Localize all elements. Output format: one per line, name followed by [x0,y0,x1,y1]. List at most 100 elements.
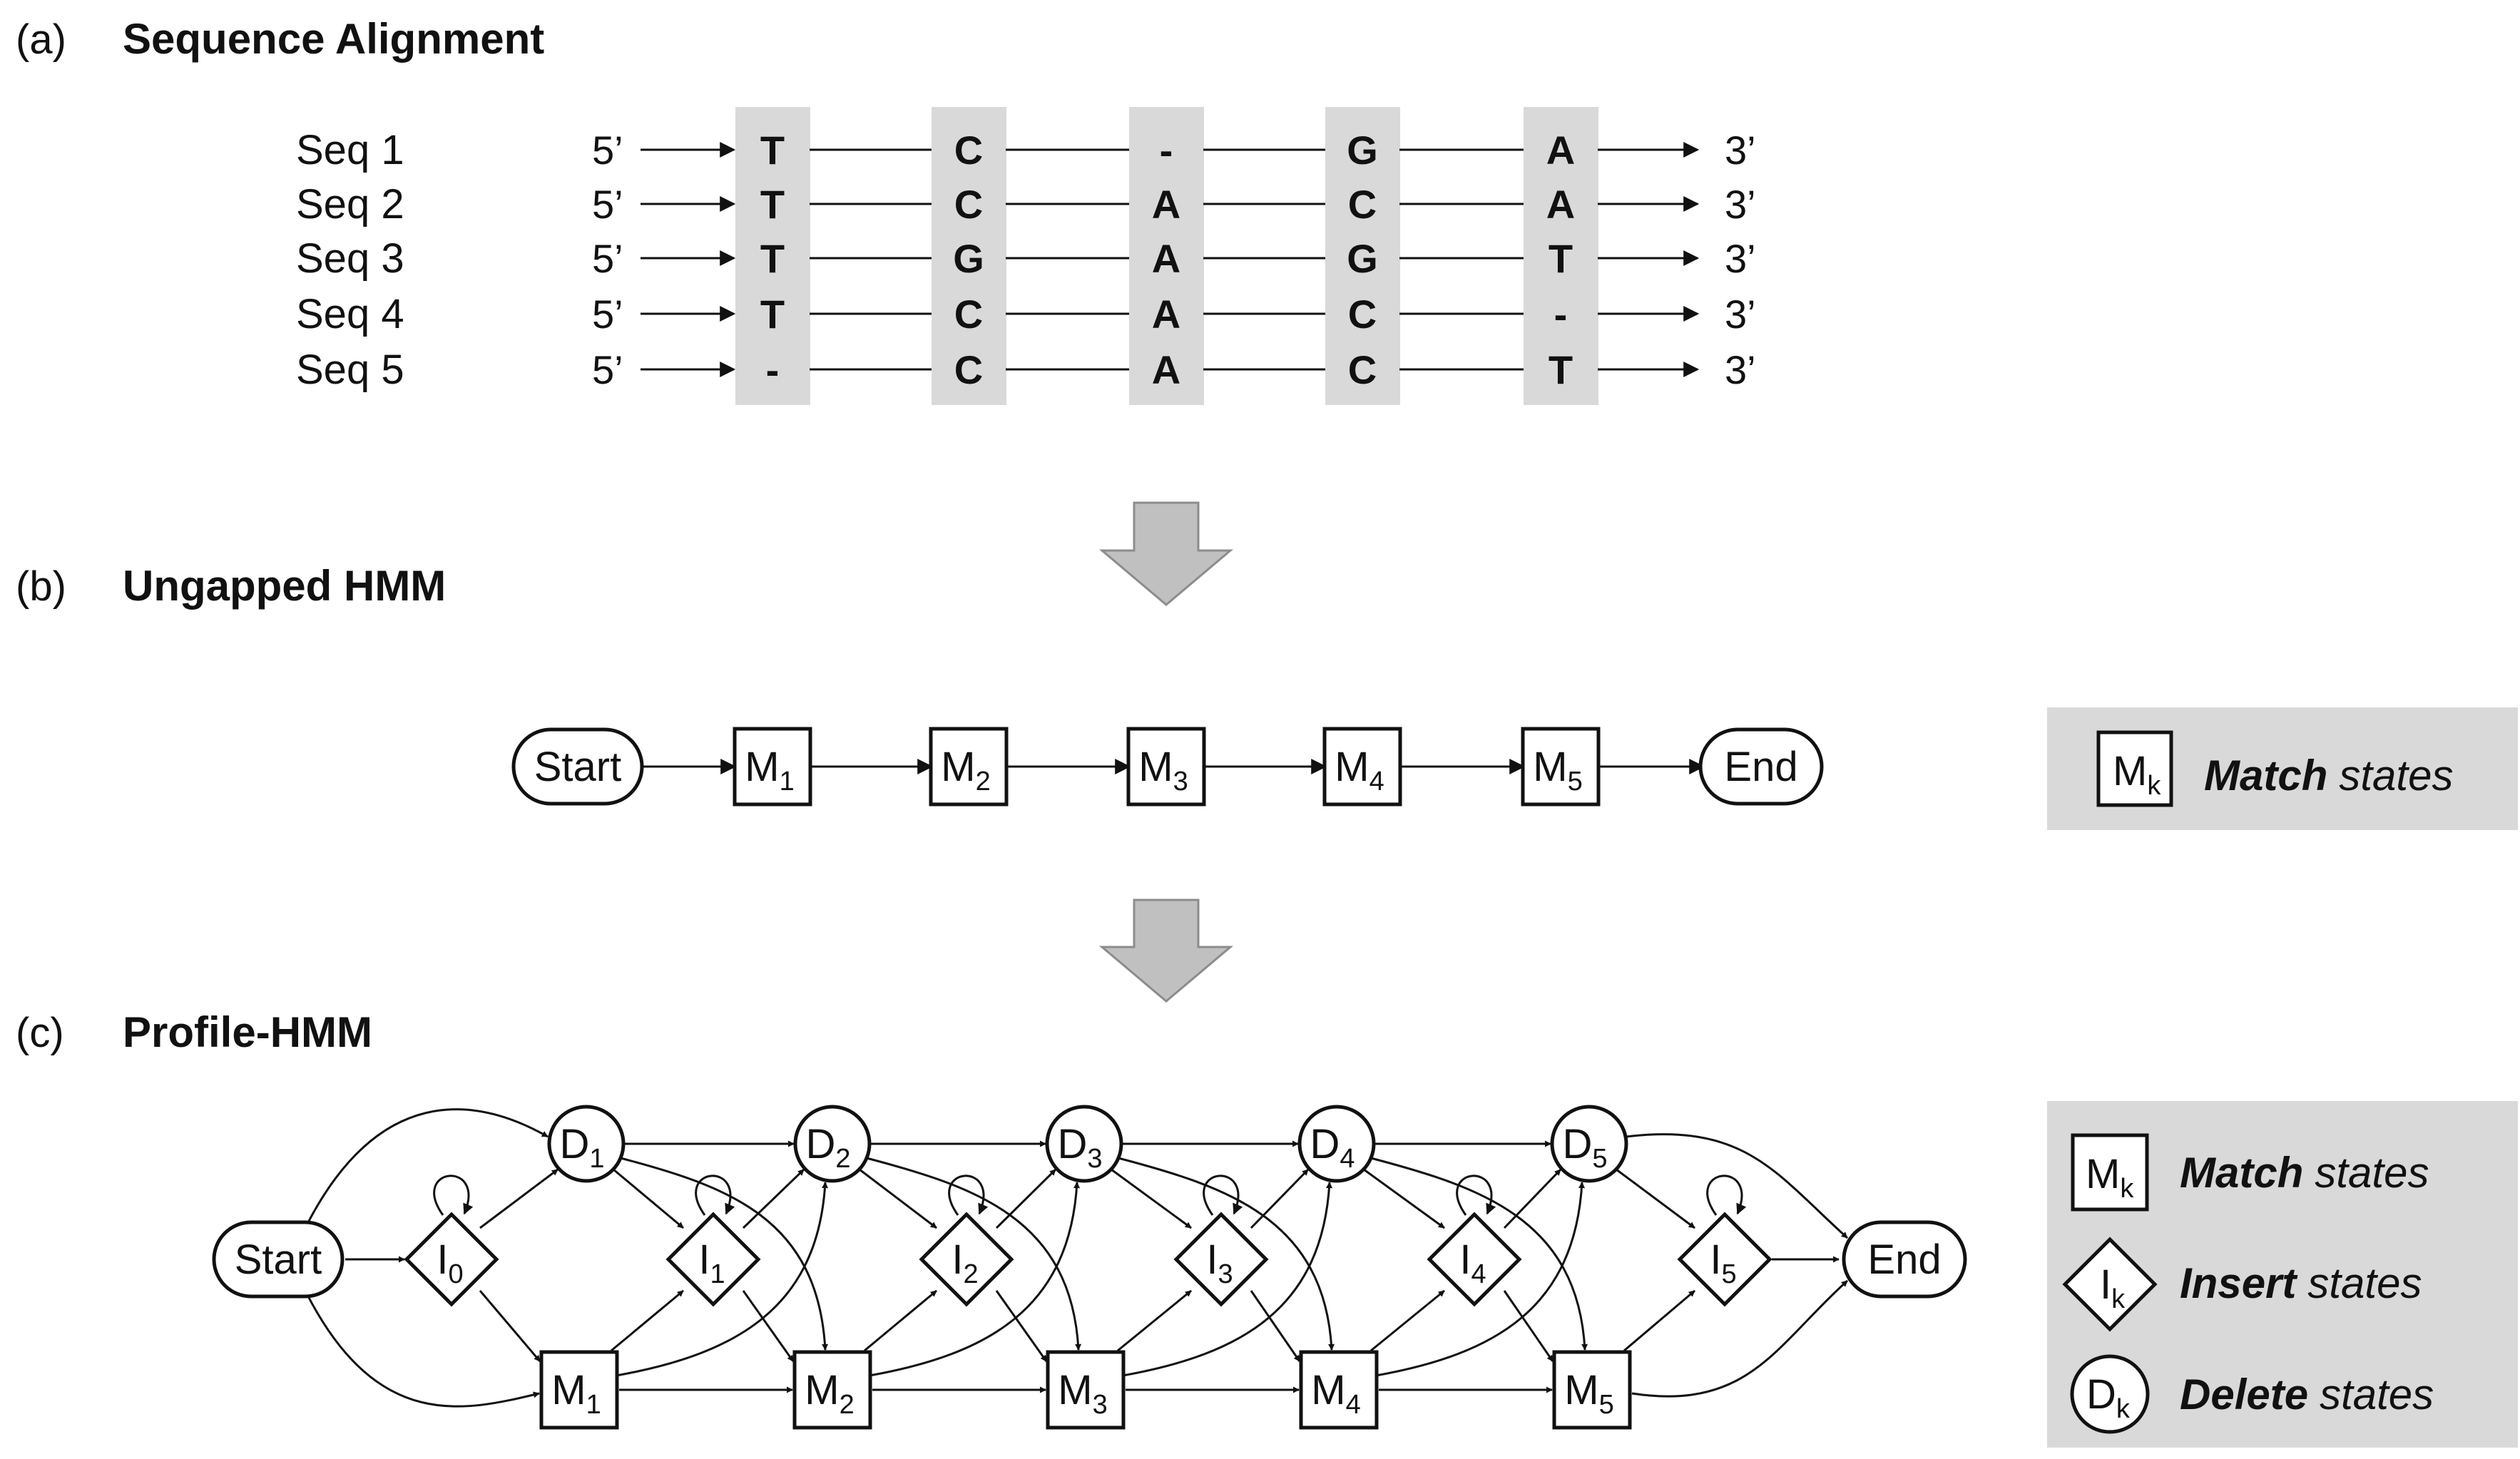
panel-a-title: Sequence Alignment [123,15,544,63]
delete-state-4-shape [1297,1105,1376,1183]
base-cell: - [1160,128,1173,173]
match-state-4-shape [1322,727,1402,807]
self-loop [695,1174,735,1216]
transition-edge [864,1289,937,1352]
match-state-2: M2 [941,744,990,797]
base-cell: C [1348,292,1377,337]
transition-edge [479,1290,541,1362]
transition-edge [1623,1289,1695,1352]
legend-match-symbol-2-label: Mk [2086,1151,2134,1204]
match-state-4: M4 [1335,744,1384,797]
start-node-profile: Start [235,1237,322,1283]
delete-state-5-shape [1550,1105,1628,1183]
insert-state-0: I0 [437,1237,463,1289]
base-cell: C [1348,182,1377,227]
down-arrow-2 [1098,899,1234,1003]
match-state-3-shape [1126,727,1206,807]
self-loop [1203,1174,1243,1216]
five-prime-label: 5’ [592,128,623,173]
match-state-profile-4-shape [1299,1350,1379,1430]
transition-edge [742,1290,795,1362]
legend-match-symbol-label: Mk [2113,748,2161,801]
self-loop [1456,1174,1496,1216]
five-prime-label: 5’ [592,347,623,392]
down-arrow-1 [1098,501,1234,606]
end-node-profile-shape [1842,1220,1967,1299]
seq-name: Seq 4 [296,291,404,337]
transition-edge [1122,1182,1333,1377]
transition-edge [305,1108,549,1226]
transition-edge [1370,1289,1445,1352]
column-shade-2 [932,107,1006,405]
base-cell: C [954,128,983,173]
five-prime-label: 5’ [592,292,623,337]
delete-state-1: D1 [559,1121,604,1174]
match-state-profile-5: M5 [1564,1367,1613,1420]
transition-edge [995,1168,1057,1229]
column-shade-1 [735,107,810,405]
match-state-profile-1-shape [539,1350,619,1430]
start-node-profile-shape [212,1220,345,1299]
base-cell: T [760,236,785,281]
insert-state-5: I5 [1710,1237,1736,1289]
insert-state-2: I2 [952,1237,978,1289]
delete-state-3: D3 [1057,1121,1102,1174]
five-prime-label: 5’ [592,236,623,281]
match-state-profile-5-shape [1552,1350,1632,1430]
panel-a-label: (a) [16,16,66,63]
base-cell: A [1152,236,1180,281]
legend-insert-symbol-label: Ik [2100,1261,2126,1314]
insert-state-1-shape [665,1212,761,1307]
self-loop [1706,1174,1747,1216]
transition-edge [616,1182,829,1377]
insert-state-4-shape [1427,1212,1522,1307]
base-cell: T [1549,347,1573,392]
end-node-profile: End [1867,1237,1941,1283]
three-prime-label: 3’ [1725,347,1756,392]
legend-delete-symbol-label: Dk [2086,1371,2131,1424]
base-cell: C [954,292,983,337]
insert-state-3: I3 [1206,1237,1233,1289]
base-cell: T [760,182,785,227]
transition-edge [1363,1168,1445,1229]
transition-edge [742,1168,805,1229]
start-node-shape [511,727,644,806]
base-cell: T [760,128,785,173]
self-loop [948,1174,989,1216]
legend-match-symbol [2096,730,2173,807]
panel-c-title: Profile-HMM [123,1008,372,1056]
base-cell: A [1546,182,1575,227]
transition-edge [1375,1182,1586,1377]
transition-edge [1117,1289,1192,1352]
seq-name: Seq 3 [296,235,404,282]
base-cell: G [953,236,984,281]
transition-edge [611,1289,684,1352]
match-state-3: M3 [1138,744,1188,797]
column-shade-5 [1524,107,1598,405]
transition-edge [479,1168,558,1229]
transition-edge [1616,1168,1695,1229]
insert-state-2-shape [919,1212,1014,1307]
insert-state-1: I1 [698,1237,725,1289]
base-cell: T [760,292,785,337]
transition-edge [1250,1168,1310,1229]
three-prime-label: 3’ [1725,292,1756,337]
transition-edge [995,1290,1048,1362]
match-state-profile-1: M1 [551,1367,601,1420]
transition-edge [1118,1157,1335,1351]
delete-state-2: D2 [805,1121,850,1174]
transition-edge [1111,1168,1192,1229]
match-state-profile-3: M3 [1058,1367,1107,1420]
three-prime-label: 3’ [1725,236,1756,281]
end-node: End [1724,744,1797,790]
match-state-profile-4: M4 [1311,1367,1360,1420]
self-loop [433,1174,474,1216]
